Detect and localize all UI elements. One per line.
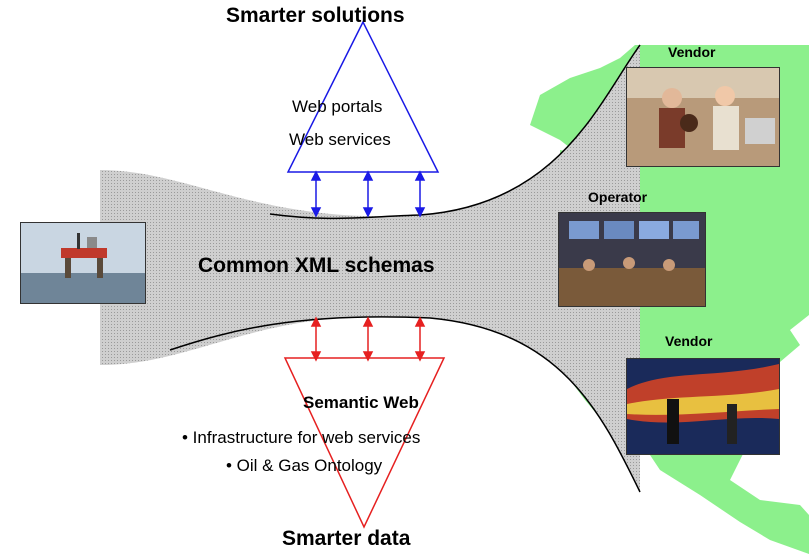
- semantic-web-heading: Semantic Web: [303, 393, 419, 412]
- xml-schema-funnel: [100, 45, 640, 492]
- vendor-visualization-photo: [626, 358, 780, 455]
- blue-arrows: [310, 170, 426, 218]
- top-title: Smarter solutions: [226, 4, 405, 27]
- vendor-label-top: Vendor: [668, 44, 716, 60]
- web-services-label: Web services: [289, 130, 391, 149]
- funnel-bottom-edge: [169, 316, 641, 493]
- oil-platform-photo: [20, 222, 146, 304]
- red-arrows: [310, 316, 426, 362]
- bottom-title: Smarter data: [282, 527, 411, 550]
- web-portals-label: Web portals: [292, 97, 383, 116]
- operator-control-room-photo: [558, 212, 706, 307]
- middle-label: Common XML schemas: [198, 254, 435, 277]
- funnel-top-edge: [269, 44, 641, 220]
- operator-label: Operator: [588, 189, 648, 205]
- solutions-triangle: [286, 20, 440, 173]
- bullet-infrastructure: • Infrastructure for web services: [182, 428, 421, 447]
- vendor-team-photo: [626, 67, 780, 167]
- vendor-label-bottom: Vendor: [665, 333, 713, 349]
- bullet-ontology: • Oil & Gas Ontology: [226, 456, 383, 475]
- data-triangle: [283, 357, 446, 529]
